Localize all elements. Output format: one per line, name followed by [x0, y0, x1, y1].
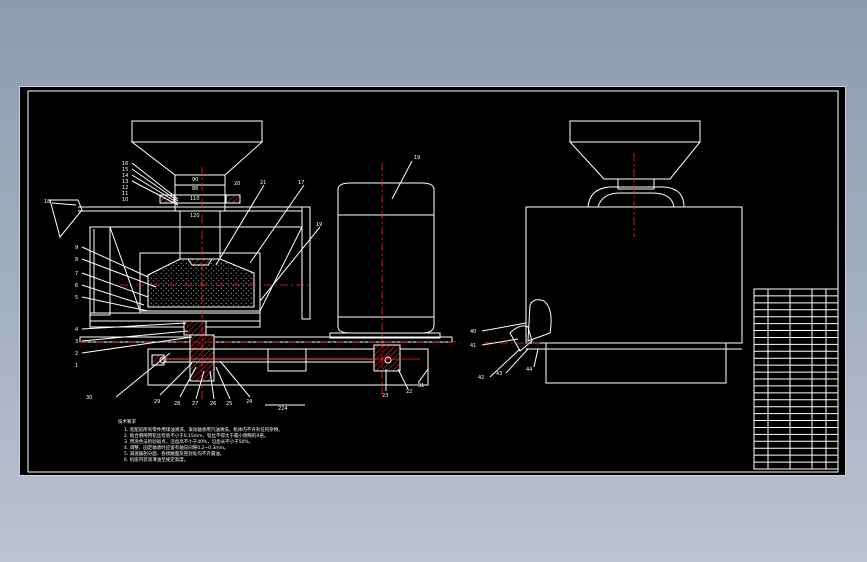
note-line: 3. 用涂色法检验斑点，沿齿高不小于40%，沿齿长不小于50%。	[124, 438, 253, 445]
callout-left: 7	[75, 271, 78, 277]
grinding-rotor	[147, 258, 255, 308]
callout-left: 4	[75, 327, 78, 333]
dim-label: 90	[192, 177, 198, 183]
side-body	[525, 206, 743, 344]
inner-bowl	[109, 226, 303, 312]
hopper-cone	[130, 141, 264, 176]
parts-list-table	[753, 288, 839, 470]
callout-top: 11	[122, 191, 128, 197]
motor-pulley	[373, 344, 401, 372]
callout-left: 1	[75, 363, 78, 369]
callout-left: 2	[75, 351, 78, 357]
note-line: 4. 调整、固定轴承时应留有轴向间隙0.2~0.3mm。	[124, 444, 229, 451]
dim-label: 110	[190, 196, 200, 202]
callout-bottom: 26	[210, 401, 216, 407]
note-line: 5. 减速器剖分面、各接触面及密封处均不许漏油。	[124, 450, 224, 457]
cad-drawing: 18 9 8 7 6 5 4 3 2 1 16 15 14 13 12 11 1…	[27, 90, 839, 473]
callout-top: 17	[298, 180, 304, 186]
callout-left: 9	[75, 245, 78, 251]
drawing-sheet: 18 9 8 7 6 5 4 3 2 1 16 15 14 13 12 11 1…	[19, 86, 846, 476]
callout-bottom: 22	[406, 389, 412, 395]
callout-top: 16	[122, 161, 128, 167]
callout-left: 6	[75, 283, 78, 289]
note-line: 6. 机座内装润滑油至规定高度。	[124, 456, 188, 463]
callout-top: 20	[234, 181, 240, 187]
callout-top: 19	[316, 222, 322, 228]
hopper-neck	[174, 174, 226, 212]
feed-chute	[49, 199, 83, 239]
callout-top: 12	[122, 185, 128, 191]
callout-top: 15	[122, 167, 128, 173]
dim-label: 86	[192, 186, 198, 192]
housing-left	[89, 226, 111, 316]
callout-bottom: 30	[86, 395, 92, 401]
base-plate	[79, 336, 453, 343]
callout-bottom: 25	[226, 401, 232, 407]
callout-18: 18	[44, 199, 50, 205]
callout-bottom: 23	[382, 393, 388, 399]
note-line: 2. 啮合侧隙用铅丝检验不小于0.15mm，铅丝不得大于最小侧隙的4倍。	[124, 432, 268, 439]
housing-right	[301, 206, 311, 320]
front-callouts: 18 9 8 7 6 5 4 3 2 1 16 15 14 13 12 11 1…	[44, 155, 424, 412]
callout-left: 5	[75, 295, 78, 301]
dim-label: 120	[190, 213, 200, 219]
side-hopper-top	[569, 120, 701, 143]
callout-bottom: 27	[192, 401, 198, 407]
side-callout: 44	[526, 367, 532, 373]
callout-bottom: 29	[154, 399, 160, 405]
side-callout: 42	[478, 375, 484, 381]
technical-notes: 技术要求 1. 装配前所有零件用煤油清洗，滚动轴承用汽油清洗，机体内不许有任何杂…	[118, 418, 283, 463]
note-line: 1. 装配前所有零件用煤油清洗，滚动轴承用汽油清洗，机体内不许有任何杂物。	[124, 426, 283, 433]
notes-title: 技术要求	[118, 418, 136, 425]
motor	[337, 182, 435, 334]
callout-bottom: 31	[418, 383, 424, 389]
callout-bottom: 24	[246, 399, 252, 405]
side-callout: 41	[470, 343, 476, 349]
side-callout: 40	[470, 329, 476, 335]
callout-bottom: 28	[174, 401, 180, 407]
hopper-top	[131, 120, 263, 143]
side-callout: 43	[496, 371, 502, 377]
side-view: 40 41 42 43 44	[470, 120, 743, 384]
motor-callout: 19	[414, 155, 420, 161]
front-view	[49, 120, 460, 406]
callout-top: 13	[122, 179, 128, 185]
inner-border	[27, 90, 839, 473]
side-hopper-cone	[568, 141, 702, 180]
callout-top: 21	[260, 180, 266, 186]
callout-left: 8	[75, 257, 78, 263]
callout-top: 14	[122, 173, 128, 179]
dim-bottom: 224	[278, 406, 288, 412]
callout-top: 10	[122, 197, 128, 203]
callout-left: 3	[75, 339, 78, 345]
